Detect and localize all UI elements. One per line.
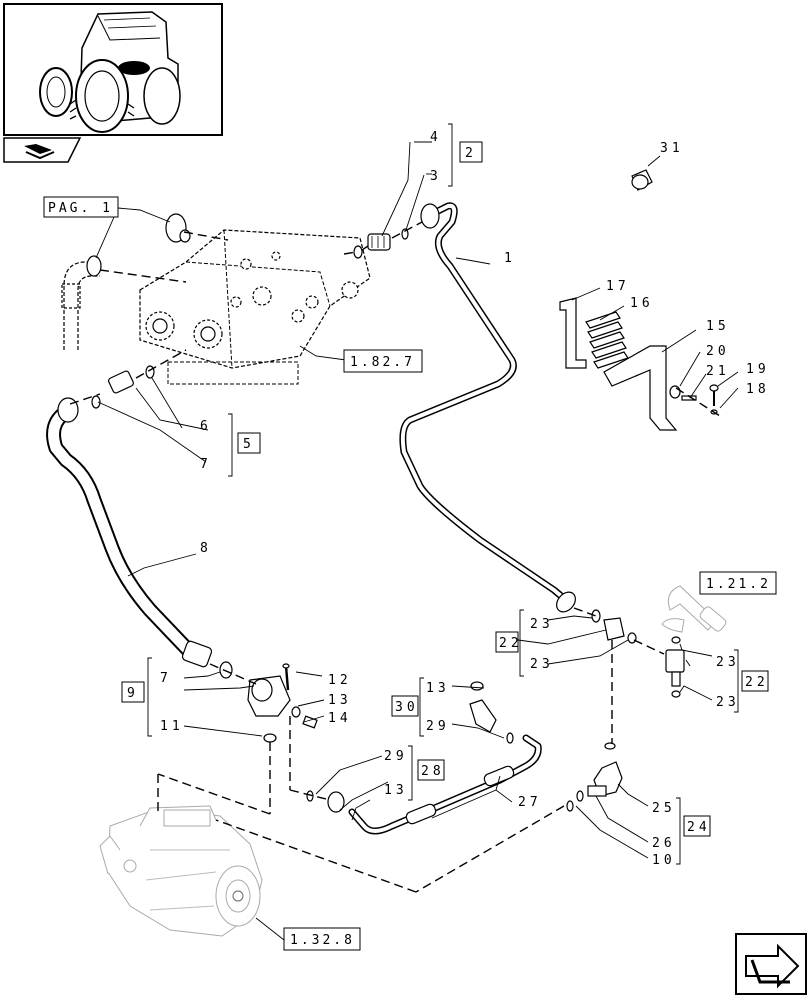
callout-8: 8 <box>200 541 212 556</box>
callout-18: 18 <box>746 382 770 397</box>
adapter-fitting-6 <box>91 365 155 409</box>
group-box-2: 2 <box>448 123 483 187</box>
steel-pipe-1 <box>399 202 576 613</box>
callout-7a: 7 <box>160 671 172 686</box>
callouts: 4 3 1 31 17 16 15 20 21 19 18 6 7 8 23 2… <box>160 130 770 868</box>
callout-13b: 13 <box>426 681 450 696</box>
callout-13a: 13 <box>328 693 352 708</box>
next-page-arrow-icon[interactable] <box>735 933 807 995</box>
pipe-27 <box>306 732 542 835</box>
elbow-fitting-30 <box>469 681 497 733</box>
ref-1-21-2[interactable]: 1.21.2 <box>699 571 777 595</box>
ref-1-32-8[interactable]: 1.32.8 <box>283 927 361 951</box>
tee-fitting-22 <box>591 609 637 644</box>
book-icon[interactable] <box>3 137 82 163</box>
bracket-assembly <box>559 297 719 431</box>
callout-21: 21 <box>706 364 730 379</box>
callout-23a: 23 <box>530 617 554 632</box>
callout-3: 3 <box>430 169 442 184</box>
hydraulic-pump <box>99 805 263 937</box>
callout-23d: 23 <box>716 695 740 710</box>
callout-23c: 23 <box>716 655 740 670</box>
group-box-30: 30 <box>391 677 424 737</box>
adapter-fitting-3 <box>353 228 409 259</box>
hose-8 <box>46 397 213 668</box>
callout-29a: 29 <box>426 719 450 734</box>
ref-1-82-7-label: 1.82.7 <box>350 355 415 370</box>
svg-text:30: 30 <box>395 700 419 715</box>
elbow-fitting-1212 <box>661 585 727 633</box>
callout-1: 1 <box>504 251 516 266</box>
group-box-9: 9 <box>121 657 152 737</box>
svg-text:22: 22 <box>499 636 523 651</box>
connection-lines <box>69 221 721 893</box>
svg-text:22: 22 <box>745 675 769 690</box>
callout-16: 16 <box>630 296 654 311</box>
tractor-thumbnail[interactable] <box>3 3 223 136</box>
ref-1-21-2-label: 1.21.2 <box>706 577 771 592</box>
group-box-5: 5 <box>228 413 261 477</box>
callout-26: 26 <box>652 836 676 851</box>
callout-10: 10 <box>652 853 676 868</box>
callout-15: 15 <box>706 319 730 334</box>
callout-20: 20 <box>706 344 730 359</box>
callout-23b: 23 <box>530 657 554 672</box>
callout-17: 17 <box>606 279 630 294</box>
ref-pag-1[interactable]: PAG. 1 <box>43 196 119 218</box>
control-valve-block <box>139 229 371 385</box>
ref-1-32-8-label: 1.32.8 <box>290 933 355 948</box>
callout-29b: 29 <box>384 749 408 764</box>
callout-19: 19 <box>746 362 770 377</box>
svg-text:9: 9 <box>127 686 139 701</box>
group-box-22a: 22 <box>495 609 524 677</box>
block-fitting-9 <box>219 661 318 743</box>
group-box-28: 28 <box>408 745 445 801</box>
ref-1-82-7[interactable]: 1.82.7 <box>343 349 423 373</box>
callout-14: 14 <box>328 711 352 726</box>
callout-11: 11 <box>160 719 184 734</box>
callout-7b: 7 <box>200 457 212 472</box>
svg-text:2: 2 <box>465 146 477 161</box>
callout-27: 27 <box>518 795 542 810</box>
elbow-fitting-24 <box>566 742 623 812</box>
svg-text:5: 5 <box>243 437 255 452</box>
callout-25: 25 <box>652 801 676 816</box>
cap-31 <box>631 169 653 191</box>
callout-6: 6 <box>200 419 212 434</box>
callout-12: 12 <box>328 673 352 688</box>
svg-text:28: 28 <box>421 764 445 779</box>
callout-13c: 13 <box>384 783 408 798</box>
callout-4: 4 <box>430 130 442 145</box>
ref-pag-1-label: PAG. 1 <box>48 201 113 216</box>
tee-fitting-22b <box>665 636 685 698</box>
group-box-24: 24 <box>676 797 711 865</box>
group-box-22b: 22 <box>734 649 769 713</box>
callout-31: 31 <box>660 141 684 156</box>
feed-hose-fitting <box>61 213 191 350</box>
leader-lines <box>95 141 739 941</box>
svg-text:24: 24 <box>687 820 711 835</box>
